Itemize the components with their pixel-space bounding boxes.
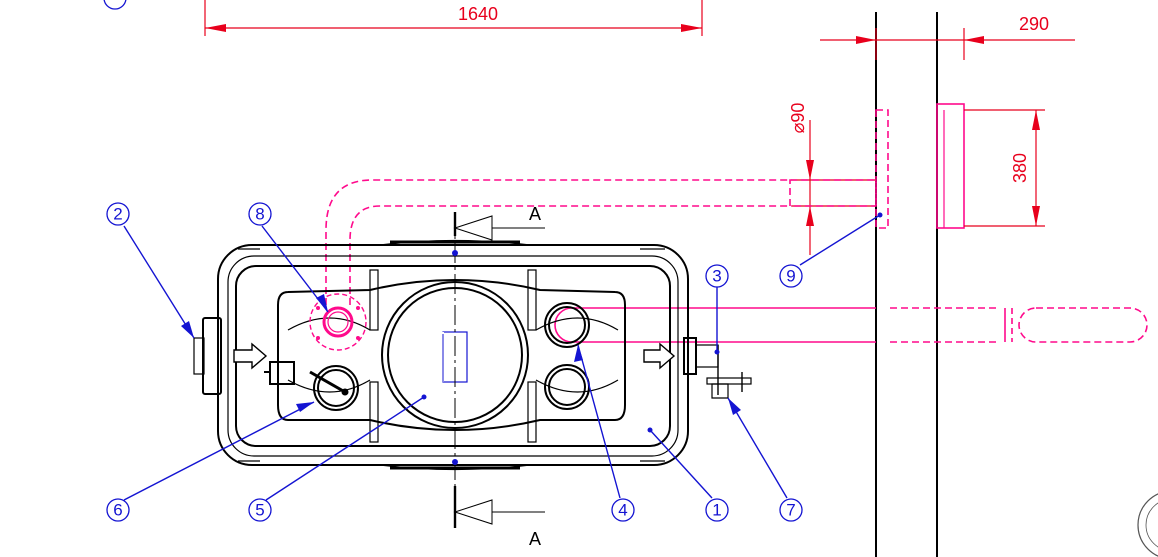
- callout-6: 6: [106, 401, 315, 522]
- callout-6-label: 6: [113, 501, 122, 520]
- section-line: [452, 212, 545, 528]
- callout-4: 4: [574, 344, 635, 522]
- callout-9-label: 9: [786, 267, 795, 286]
- dimension-opening-height: 380: [964, 109, 1045, 227]
- callout-4-label: 4: [618, 501, 627, 520]
- section-label-bottom: A: [529, 529, 541, 549]
- callout-1: 1: [647, 427, 729, 522]
- callout-5: 5: [248, 394, 427, 522]
- callout-7: 7: [727, 397, 803, 522]
- callout-8: 8: [248, 202, 329, 313]
- inspection-port-left: [264, 361, 359, 411]
- wall: [875, 12, 938, 557]
- callout-partial-top: [103, 0, 127, 10]
- wall-opening: [875, 103, 965, 229]
- flow-arrow-inlet: [233, 342, 268, 370]
- callout-7-label: 7: [786, 501, 795, 520]
- flow-arrow-outlet: [643, 342, 676, 370]
- callout-8-label: 8: [255, 205, 264, 224]
- vent-pipe: [325, 179, 877, 305]
- approval-stamp: [1137, 493, 1158, 557]
- callout-3: 3: [705, 264, 729, 355]
- vent-connection: [309, 293, 367, 351]
- tank-body: [193, 239, 697, 471]
- callout-1-label: 1: [712, 501, 721, 520]
- dimension-opening-height-label: 380: [1010, 153, 1030, 183]
- callout-5-label: 5: [255, 501, 264, 520]
- dimension-wall-offset: 290: [820, 14, 1075, 60]
- dimension-pipe-diameter-label: ⌀90: [788, 103, 808, 134]
- drain-valve: [695, 344, 752, 399]
- callout-2-label: 2: [113, 205, 122, 224]
- dimension-wall-offset-label: 290: [1019, 14, 1049, 34]
- dimension-length: 1640: [204, 0, 703, 36]
- callout-2: 2: [106, 202, 195, 339]
- section-label-top: A: [529, 204, 541, 224]
- callout-3-label: 3: [712, 267, 721, 286]
- callout-9: 9: [779, 212, 883, 288]
- outlet-port: [544, 302, 590, 348]
- outlet-pipe: [554, 307, 1148, 343]
- dimension-length-label: 1640: [458, 4, 498, 24]
- dimension-pipe-diameter: ⌀90: [788, 103, 876, 255]
